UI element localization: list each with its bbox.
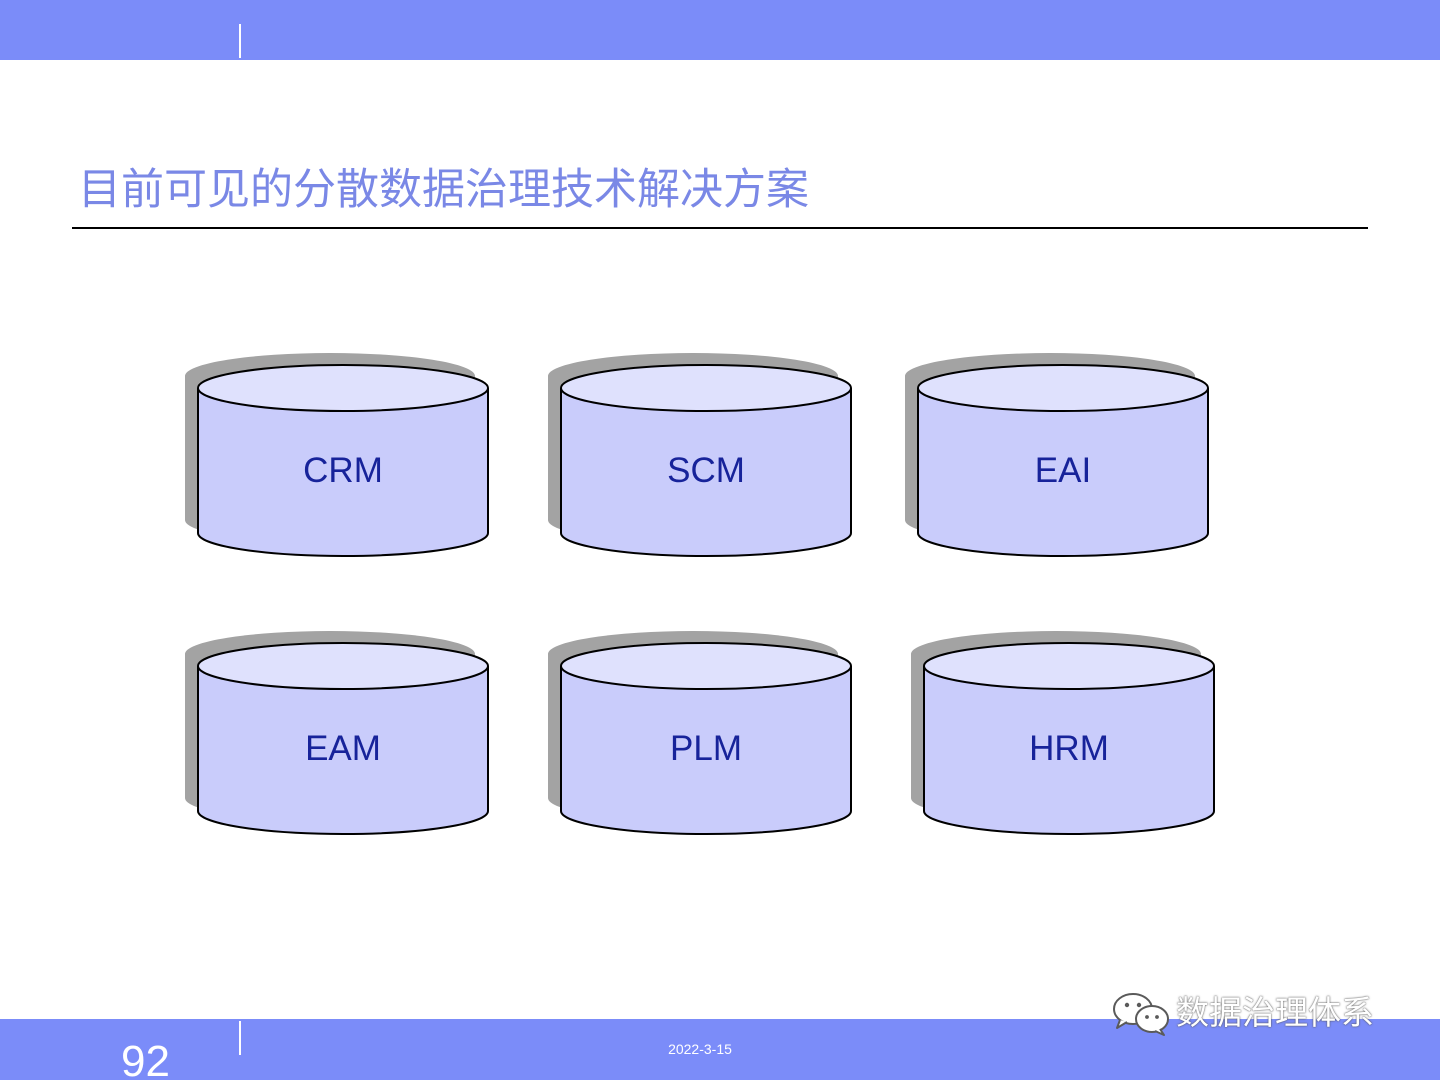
cylinder-plm: PLM: [546, 628, 866, 848]
watermark-text: 数据治理体系: [1176, 993, 1374, 1032]
cylinder-hrm: HRM: [909, 628, 1229, 848]
database-cylinder-icon: [548, 631, 852, 835]
database-cylinder-icon: [911, 631, 1215, 835]
cylinder-label: SCM: [667, 451, 745, 490]
top-bar-divider: [239, 24, 241, 58]
page-number: 92: [121, 1037, 170, 1086]
wechat-icon: [1113, 993, 1169, 1036]
cylinder-label: EAI: [1034, 451, 1092, 490]
cylinder-label: PLM: [670, 729, 742, 768]
cylinder-label: HRM: [1029, 729, 1109, 768]
database-cylinder-icon: [185, 631, 489, 835]
top-bar: [0, 0, 1440, 60]
cylinder-eam: EAM: [183, 628, 503, 848]
cylinder-scm: SCM: [546, 350, 866, 570]
watermark: 数据治理体系: [1110, 988, 1374, 1038]
cylinder-label: CRM: [303, 451, 383, 490]
bottom-bar-divider: [239, 1021, 241, 1055]
bottom-bar: [0, 1019, 1440, 1080]
cylinder-eai: EAI: [903, 350, 1223, 570]
slide-title: 目前可见的分散数据治理技术解决方案: [78, 165, 809, 215]
database-cylinder-icon: [185, 353, 489, 557]
database-cylinder-icon: [548, 353, 852, 557]
database-cylinder-icon: [905, 353, 1209, 557]
cylinder-label: EAM: [305, 729, 381, 768]
footer-date: 2022-3-15: [668, 1041, 732, 1057]
title-rule: [72, 227, 1368, 229]
cylinder-crm: CRM: [183, 350, 503, 570]
